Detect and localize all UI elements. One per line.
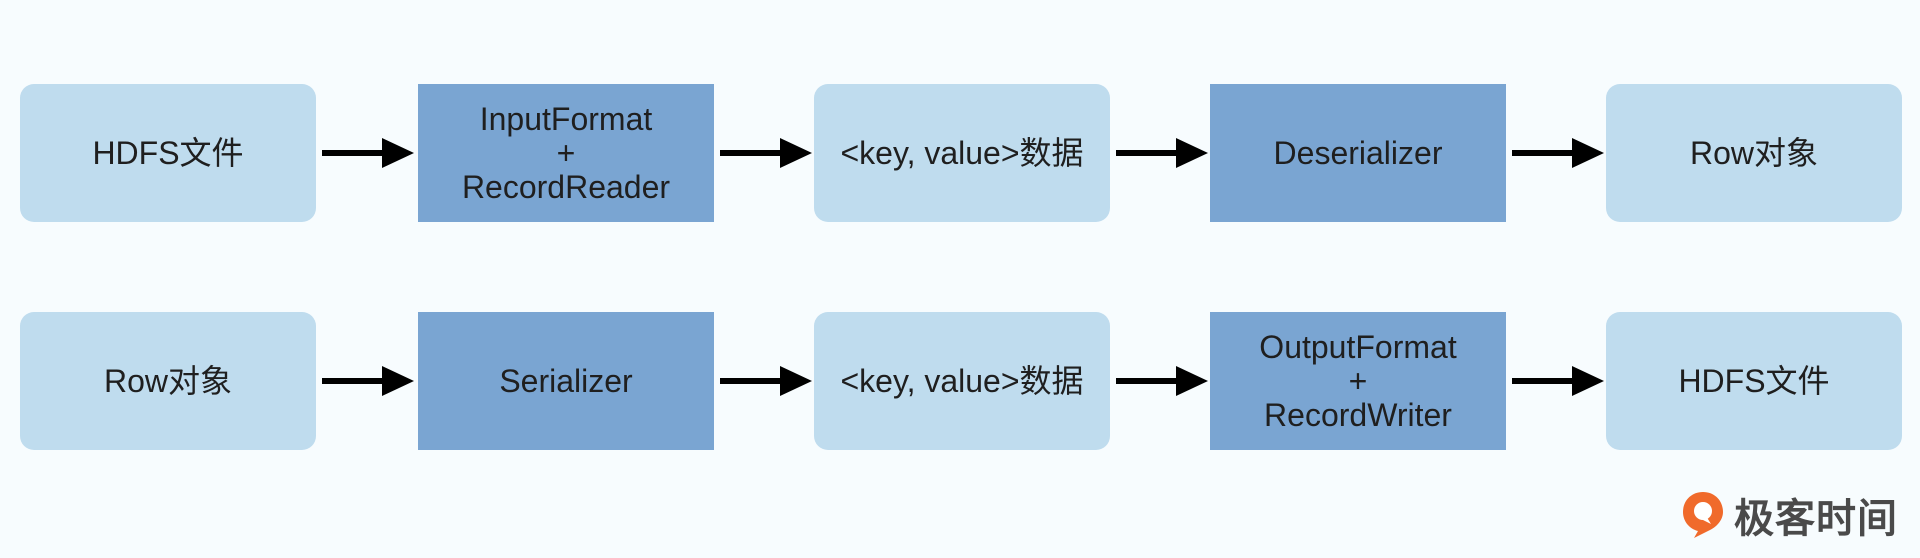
- box-serializer: Serializer: [418, 312, 714, 450]
- box-label: Deserializer: [1273, 135, 1443, 171]
- box-label-line: InputFormat: [479, 101, 653, 137]
- box-key-value-data-row2: <key, value>数据: [814, 312, 1110, 450]
- box-label: HDFS文件: [1678, 363, 1830, 399]
- box-hdfs-file-row1: HDFS文件: [20, 84, 316, 222]
- geektime-logo: 极客时间: [1680, 486, 1898, 544]
- arrow-right-icon: [322, 366, 414, 396]
- box-label: Serializer: [499, 363, 633, 399]
- box-hdfs-file-row2: HDFS文件: [1606, 312, 1902, 450]
- arrow-right-icon: [1116, 366, 1208, 396]
- box-label: <key, value>数据: [840, 135, 1084, 171]
- arrow-right-icon: [720, 138, 812, 168]
- box-label: Row对象: [1689, 135, 1819, 171]
- box-label-line: +: [1348, 363, 1368, 399]
- box-row-object-row2: Row对象: [20, 312, 316, 450]
- arrow-right-icon: [720, 366, 812, 396]
- geektime-logo-text: 极客时间: [1734, 496, 1898, 542]
- box-outputformat-recordwriter: OutputFormat + RecordWriter: [1210, 312, 1506, 450]
- box-label: <key, value>数据: [840, 363, 1084, 399]
- box-label-line: RecordReader: [461, 169, 671, 205]
- box-label-line: RecordWriter: [1264, 397, 1452, 433]
- box-deserializer: Deserializer: [1210, 84, 1506, 222]
- geektime-logo-icon: [1683, 492, 1723, 538]
- arrow-right-icon: [322, 138, 414, 168]
- arrow-right-icon: [1116, 138, 1208, 168]
- box-label-line: OutputFormat: [1259, 329, 1457, 365]
- box-row-object-row1: Row对象: [1606, 84, 1902, 222]
- box-inputformat-recordreader: InputFormat + RecordReader: [418, 84, 714, 222]
- box-key-value-data-row1: <key, value>数据: [814, 84, 1110, 222]
- arrow-right-icon: [1512, 366, 1604, 396]
- box-label: Row对象: [103, 363, 233, 399]
- box-label: HDFS文件: [92, 135, 244, 171]
- box-label-line: +: [556, 135, 576, 171]
- arrow-right-icon: [1512, 138, 1604, 168]
